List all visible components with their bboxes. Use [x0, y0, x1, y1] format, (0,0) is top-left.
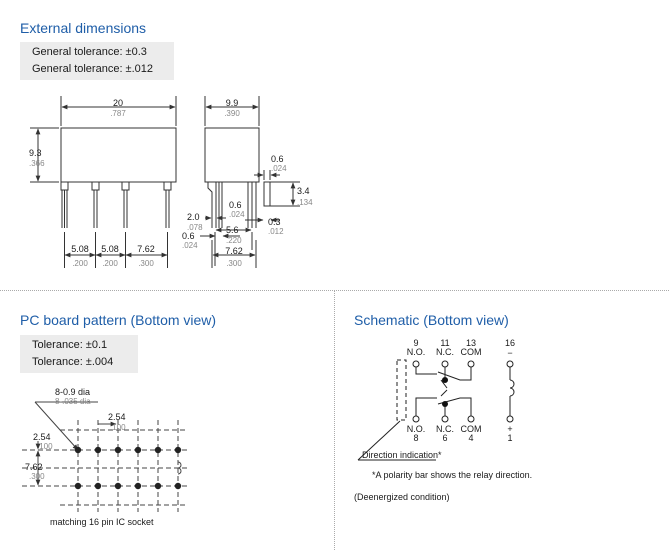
pcb-pitch-v: 2.54 [33, 432, 51, 442]
pcb-tolerance-box: Tolerance: ±0.1 Tolerance: ±.004 [20, 335, 138, 373]
bottom-label-no: N.O. [407, 424, 426, 434]
pcb-hole [134, 446, 142, 454]
dim-5-6: 5.6 [226, 225, 239, 235]
bottom-label-nc: N.C. [436, 424, 454, 434]
dim-5-08-a-in: .200 [72, 259, 88, 268]
pin-9: 9 [413, 338, 418, 348]
relay-body-front [60, 127, 177, 183]
schematic-contacts [442, 377, 448, 407]
pcb-hole [174, 482, 182, 490]
top-label-com: COM [461, 347, 482, 357]
pcb-hole [154, 446, 162, 454]
pin-11: 11 [440, 338, 449, 348]
pcb-holes [74, 446, 182, 490]
pcb-hole-dia: 8-0.9 dia [55, 387, 90, 397]
deenergized-condition: (Deenergized condition) [354, 492, 450, 502]
pin-13: 13 [466, 338, 476, 348]
external-dimensions-title: External dimensions [20, 20, 147, 36]
dim-3-4-in: .134 [297, 198, 313, 207]
dim-5-08-b-in: .200 [102, 259, 118, 268]
pcb-row-gap-in: .300 [29, 472, 45, 481]
dim-9-9: 9.9 [226, 98, 239, 108]
schematic-circuit [357, 359, 515, 461]
pcb-hole [74, 446, 82, 454]
pcb-hole [94, 446, 102, 454]
pcb-tolerance-imperial: Tolerance: ±.004 [32, 356, 114, 368]
dim-3-4: 3.4 [297, 186, 310, 196]
pcb-hole [114, 446, 122, 454]
direction-indication: Direction indication* [362, 450, 442, 460]
top-label-no: N.O. [407, 347, 426, 357]
dim-7-62-side: 7.62 [225, 246, 243, 256]
dim-2-0-in: .078 [187, 223, 203, 232]
bottom-label-com: COM [461, 424, 482, 434]
pcb-hole [174, 446, 182, 454]
dim-0-3: 0.3 [268, 217, 281, 227]
top-label-minus: − [507, 348, 512, 358]
tolerance-imperial: General tolerance: ±.012 [32, 63, 153, 75]
relay-body-side [204, 127, 260, 183]
dim-9-9-in: .390 [224, 109, 240, 118]
dim-5-6-in: .220 [226, 236, 242, 245]
dim-0-6-top: 0.6 [271, 154, 284, 164]
dim-20: 20 [113, 98, 123, 108]
dim-0-6-low: 0.6 [182, 231, 195, 241]
side-view [200, 96, 300, 268]
front-pins [60, 181, 172, 228]
pin-1: 1 [507, 433, 512, 443]
dim-0-6-low-in: .024 [182, 241, 198, 250]
pcb-row-gap: 7.62 [25, 462, 43, 472]
pcb-hole-dia-in: 8-.035 dia [55, 397, 91, 406]
top-label-nc: N.C. [436, 347, 454, 357]
dim-5-08-a: 5.08 [71, 244, 89, 254]
dim-5-08-b: 5.08 [101, 244, 119, 254]
pcb-tolerance-metric: Tolerance: ±0.1 [32, 339, 108, 351]
tolerance-metric: General tolerance: ±0.3 [32, 46, 147, 58]
pcb-pattern-title: PC board pattern (Bottom view) [20, 312, 217, 328]
schematic-title: Schematic (Bottom view) [354, 312, 509, 328]
dim-20-in: .787 [110, 109, 126, 118]
dim-2-0: 2.0 [187, 212, 200, 222]
section-divider-vertical [334, 290, 335, 550]
polarity-note: *A polarity bar shows the relay directio… [372, 470, 532, 480]
pcb-socket-note: matching 16 pin IC socket [50, 517, 154, 527]
pcb-grid [22, 401, 188, 512]
pin-4: 4 [468, 433, 473, 443]
front-view [30, 96, 177, 268]
side-pin-detail [263, 181, 271, 207]
pcb-hole [74, 482, 82, 490]
dim-0-6-mid-in: .024 [229, 210, 245, 219]
dim-0-6-top-in: .024 [271, 164, 287, 173]
pcb-hole [114, 482, 122, 490]
polarity-bar [396, 359, 407, 421]
pcb-hole [154, 482, 162, 490]
dim-9-3: 9.3 [29, 148, 42, 158]
pin-6: 6 [442, 433, 447, 443]
pcb-coil-symbol [177, 461, 182, 475]
dim-7-62: 7.62 [137, 244, 155, 254]
pcb-pitch-h: 2.54 [108, 412, 126, 422]
dim-9-3-in: .366 [29, 159, 45, 168]
bottom-label-plus: + [507, 424, 512, 434]
dim-7-62-side-in: .300 [226, 259, 242, 268]
dim-0-3-in: .012 [268, 227, 284, 236]
pin-8: 8 [413, 433, 418, 443]
pin-16: 16 [505, 338, 515, 348]
dim-0-6-mid: 0.6 [229, 200, 242, 210]
pcb-hole [94, 482, 102, 490]
pcb-pitch-v-in: .100 [37, 442, 53, 451]
pcb-pitch-h-in: .100 [110, 423, 126, 432]
pcb-hole [134, 482, 142, 490]
dim-7-62-in: .300 [138, 259, 154, 268]
general-tolerance-box: General tolerance: ±0.3 General toleranc… [20, 42, 174, 80]
